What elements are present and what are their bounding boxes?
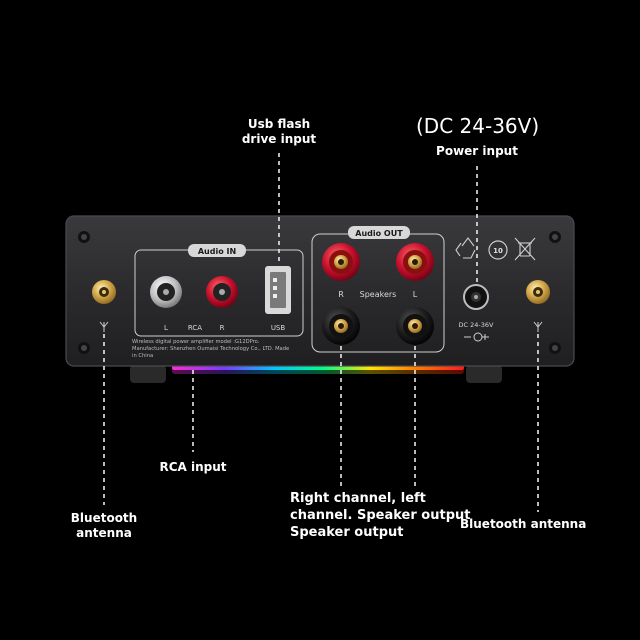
power-input-callout: Power input (436, 144, 518, 158)
rca-jack-right-red (206, 276, 238, 308)
speaker-callout-line-3: Speaker output (290, 525, 404, 540)
antenna-icon (533, 321, 543, 332)
weee-bin-icon (514, 237, 536, 261)
power-voltage-callout: (DC 24-36V) (416, 114, 540, 138)
speakers-label: Speakers (360, 290, 397, 299)
audio-in-label: Audio IN (198, 247, 236, 256)
rca-label: RCA (188, 324, 202, 332)
right-foot (466, 365, 502, 383)
eco-10-icon: 10 (488, 240, 508, 260)
recycle-icon (455, 237, 476, 259)
audio-in-badge (188, 244, 246, 257)
screw-icon (549, 231, 561, 243)
rca-jack-left-white (150, 276, 182, 308)
info-line-2: Manufacturer: Shenzhen Oumaisi Technolog… (132, 346, 289, 352)
speaker-output-callout: Right channel, left channel. Speaker out… (290, 490, 470, 541)
audio-out-label: Audio OUT (355, 229, 403, 238)
usb-callout-line-1: Usb flash (247, 117, 311, 131)
rgb-led-glow (172, 368, 464, 374)
speaker-callout-line-2: channel. Speaker output (290, 508, 471, 523)
left-foot (130, 365, 166, 383)
speaker-terminal-right-red (322, 243, 360, 281)
bluetooth-antenna-connector-left (92, 280, 116, 304)
speaker-callout-line-1: Right channel, left (290, 491, 426, 506)
bt-left-line-1: Bluetooth (70, 511, 138, 525)
bluetooth-left-callout: Bluetooth antenna (64, 511, 144, 541)
bluetooth-antenna-connector-right (526, 280, 550, 304)
antenna-icon (99, 321, 109, 332)
rca-l-label: L (164, 324, 168, 332)
audio-out-badge (348, 226, 410, 239)
info-line-1: Wireless digital power amplifier model :… (132, 339, 260, 345)
dc-voltage-panel-label: DC 24-36V (459, 321, 494, 329)
eco-10-text: 10 (493, 247, 503, 255)
dc-power-jack (463, 284, 489, 310)
usb-callout-line-2: drive input (241, 132, 317, 146)
speaker-terminal-right-black (322, 307, 360, 345)
speaker-l-label: L (413, 290, 418, 299)
bluetooth-right-callout: Bluetooth antenna (460, 517, 587, 531)
screw-icon (78, 342, 90, 354)
screw-icon (549, 342, 561, 354)
usb-callout: Usb flash drive input (238, 117, 320, 147)
rca-input-callout: RCA input (159, 460, 227, 474)
bt-left-line-2: antenna (76, 526, 132, 540)
usb-port (265, 266, 291, 314)
info-line-3: in China (132, 353, 153, 359)
screw-icon (78, 231, 90, 243)
usb-label: USB (271, 324, 286, 332)
polarity-icon (464, 332, 489, 342)
speaker-r-label: R (338, 290, 344, 299)
speaker-terminal-left-black (396, 307, 434, 345)
speaker-terminal-left-red (396, 243, 434, 281)
rca-r-label: R (220, 324, 225, 332)
